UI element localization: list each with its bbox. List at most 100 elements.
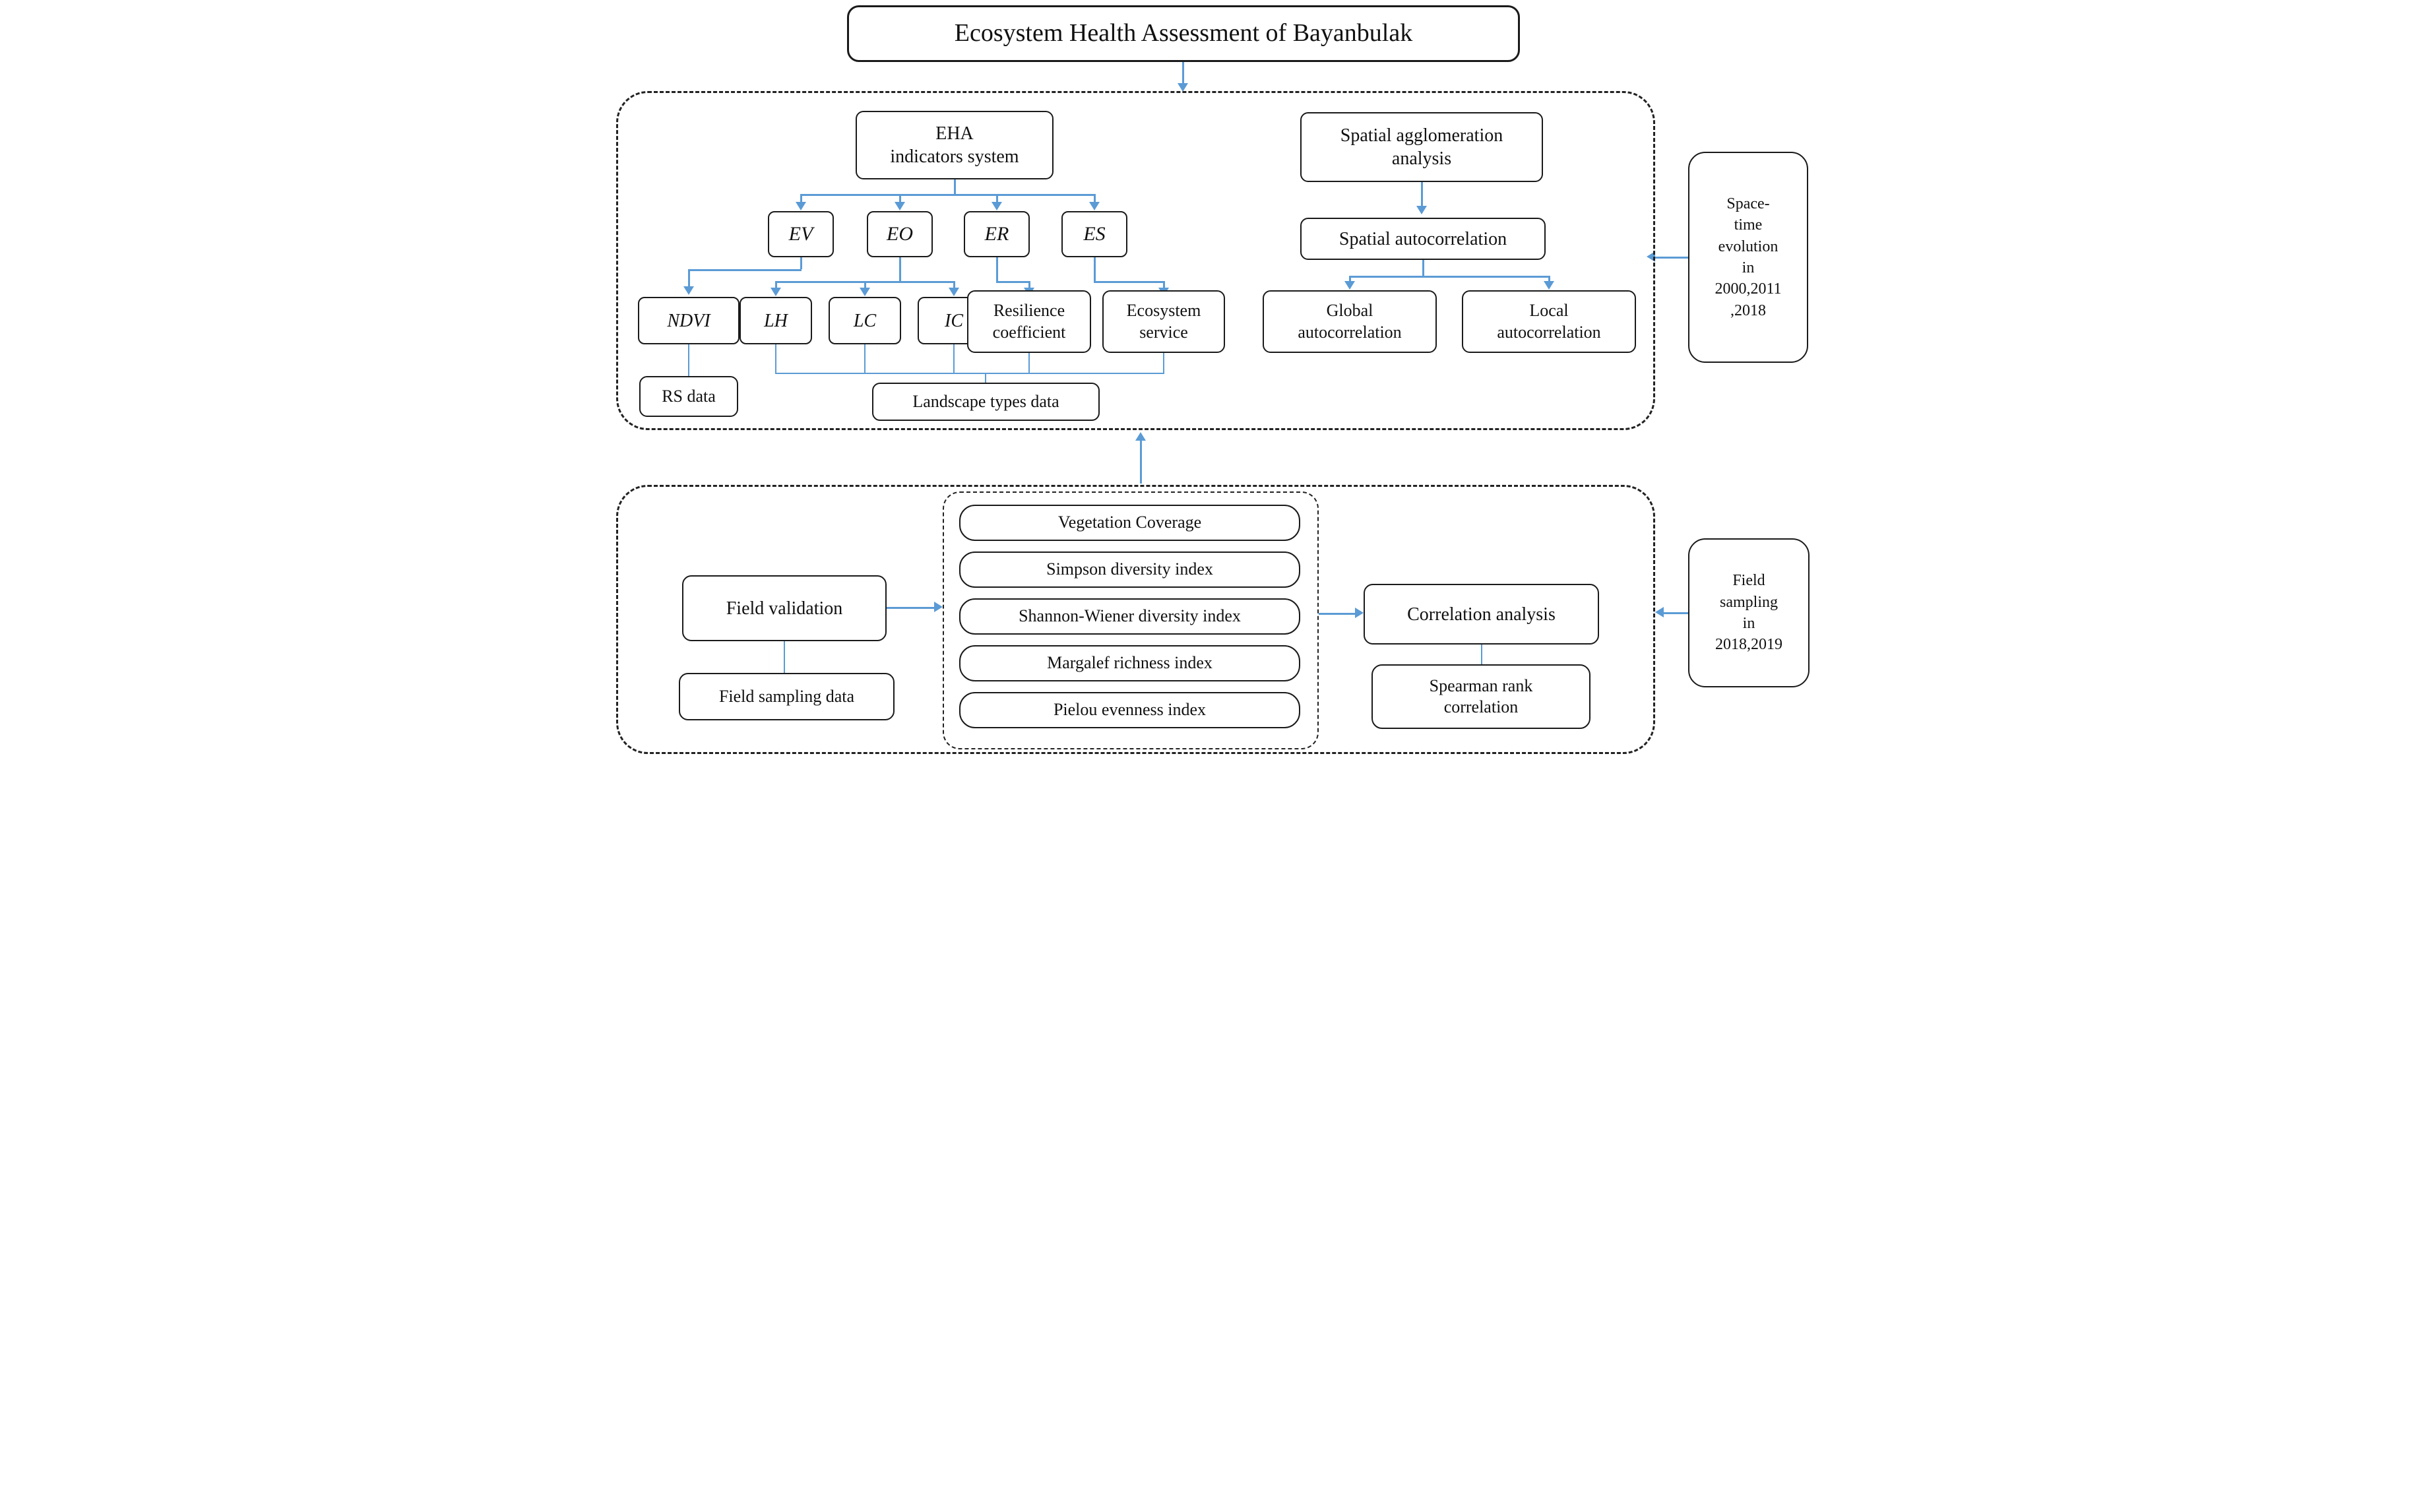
- arrowhead-spacetime-icon: [1647, 251, 1655, 262]
- arrowhead-lh-icon: [771, 288, 781, 296]
- es-label: ES: [1083, 223, 1106, 245]
- spearman-rank-box: Spearman rank correlation: [1371, 664, 1590, 729]
- connector-global-drop: [1349, 276, 1351, 281]
- spacetime-line5: 2000,2011: [1715, 280, 1782, 298]
- connector-es-stem: [1094, 257, 1096, 281]
- landscape-label: Landscape types data: [912, 391, 1059, 411]
- page-title: Ecosystem Health Assessment of Bayanbula…: [954, 19, 1413, 47]
- spearman-line1: Spearman rank: [1429, 676, 1533, 695]
- title-box: Ecosystem Health Assessment of Bayanbula…: [847, 5, 1520, 62]
- ndvi-box: NDVI: [638, 297, 740, 344]
- landscape-types-data-box: Landscape types data: [872, 383, 1100, 421]
- eha-line2: indicators system: [890, 146, 1019, 167]
- arrowhead-eo-icon: [895, 202, 905, 210]
- arrowhead-fieldsampling-icon: [1655, 607, 1664, 617]
- connector-resilience-down: [1028, 353, 1030, 373]
- connector-ndvi-drop: [688, 269, 690, 286]
- ev-box: EV: [768, 211, 834, 257]
- field-sampling-data-box: Field sampling data: [679, 673, 895, 720]
- connector-spacetime: [1655, 257, 1688, 259]
- field-sampling-data-label: Field sampling data: [718, 686, 855, 706]
- global-autocorrelation-box: Global autocorrelation: [1263, 290, 1437, 353]
- arrowhead-autocorrelation-icon: [1416, 206, 1427, 214]
- arrowhead-er-icon: [992, 202, 1002, 210]
- lh-label: LH: [764, 310, 788, 331]
- shannon-wiener-index-box: Shannon-Wiener diversity index: [959, 598, 1300, 635]
- ev-label: EV: [788, 223, 813, 245]
- ecoservice-line1: Ecosystem: [1126, 301, 1201, 320]
- connector-lh-drop: [775, 281, 777, 288]
- connector-er-stem: [996, 257, 998, 281]
- fieldsampling-line1: Field: [1732, 572, 1765, 590]
- lh-box: LH: [740, 297, 812, 344]
- connector-landscape-bus: [775, 373, 1164, 374]
- connector-ev-down: [800, 257, 802, 269]
- agglomeration-line1: Spatial agglomeration: [1340, 125, 1503, 146]
- simpson-index-box: Simpson diversity index: [959, 551, 1300, 588]
- eha-line1: EHA: [935, 123, 974, 144]
- connector-lh-down: [775, 344, 776, 373]
- resilience-line2: coefficient: [992, 322, 1066, 342]
- lc-box: LC: [829, 297, 901, 344]
- rs-data-label: RS data: [662, 386, 716, 406]
- autocorrelation-label: Spatial autocorrelation: [1338, 228, 1507, 249]
- arrowhead-global-icon: [1344, 281, 1355, 290]
- connector-ndvi-rsdata: [688, 344, 689, 376]
- arrowhead-es-icon: [1089, 202, 1100, 210]
- connector-fieldvalidation: [887, 607, 934, 609]
- spacetime-line3: evolution: [1718, 237, 1779, 255]
- global-line2: autocorrelation: [1298, 322, 1402, 342]
- resilience-coefficient-box: Resilience coefficient: [967, 290, 1091, 353]
- ecosystem-service-box: Ecosystem service: [1102, 290, 1225, 353]
- er-label: ER: [984, 223, 1009, 245]
- connector-autocorrelation-stem: [1422, 260, 1424, 276]
- field-validation-box: Field validation: [682, 575, 887, 641]
- spacetime-line6: ,2018: [1730, 301, 1766, 319]
- index-label: Shannon-Wiener diversity index: [1019, 606, 1241, 626]
- arrowhead-local-icon: [1544, 281, 1554, 290]
- spacetime-line1: Space-: [1726, 195, 1770, 212]
- connector-agglomeration-stem: [1421, 182, 1423, 206]
- spatial-agglomeration-box: Spatial agglomeration analysis: [1300, 112, 1543, 182]
- fieldsampling-line2: sampling: [1720, 593, 1778, 611]
- connector-ecoservice-drop: [1163, 281, 1165, 288]
- connector-drop-es: [1094, 194, 1096, 202]
- resilience-line1: Resilience: [993, 301, 1065, 320]
- eo-box: EO: [867, 211, 933, 257]
- lc-label: LC: [853, 310, 877, 331]
- arrowhead-ic-icon: [949, 288, 959, 296]
- connector-drop-er: [996, 194, 998, 202]
- connector-local-drop: [1548, 276, 1550, 281]
- connector-fieldvalidation-data: [784, 641, 785, 673]
- arrowhead-correlation-icon: [1355, 608, 1364, 618]
- rs-data-box: RS data: [639, 376, 738, 417]
- local-autocorrelation-box: Local autocorrelation: [1462, 290, 1636, 353]
- index-label: Margalef richness index: [1047, 653, 1212, 673]
- global-line1: Global: [1326, 301, 1373, 320]
- ic-label: IC: [945, 310, 963, 331]
- index-label: Pielou evenness index: [1053, 700, 1207, 720]
- ecoservice-line2: service: [1139, 322, 1188, 342]
- connector-eha-stem: [954, 179, 956, 194]
- index-label: Vegetation Coverage: [1057, 513, 1202, 532]
- arrowhead-lc-icon: [860, 288, 870, 296]
- pielou-index-box: Pielou evenness index: [959, 692, 1300, 728]
- connector-ecoservice-down: [1163, 353, 1164, 373]
- index-label: Simpson diversity index: [1046, 559, 1213, 579]
- connector-resilience-drop: [1028, 281, 1030, 288]
- connector-landscape-drop: [985, 373, 986, 383]
- vegetation-coverage-box: Vegetation Coverage: [959, 505, 1300, 541]
- connector-sections-up: [1140, 441, 1142, 484]
- flowchart-canvas: Ecosystem Health Assessment of Bayanbula…: [606, 0, 1819, 759]
- connector-lc-down: [864, 344, 866, 373]
- indices-group-frame: [943, 491, 1319, 749]
- arrowhead-title-icon: [1178, 83, 1188, 92]
- ndvi-label: NDVI: [667, 310, 710, 331]
- spacetime-line2: time: [1734, 216, 1763, 234]
- local-line1: Local: [1529, 301, 1569, 320]
- arrowhead-fieldvalidation-icon: [934, 602, 943, 612]
- field-validation-label: Field validation: [726, 598, 843, 619]
- correlation-analysis-box: Correlation analysis: [1364, 584, 1599, 645]
- arrowhead-ndvi-icon: [683, 286, 694, 295]
- agglomeration-line2: analysis: [1391, 148, 1452, 169]
